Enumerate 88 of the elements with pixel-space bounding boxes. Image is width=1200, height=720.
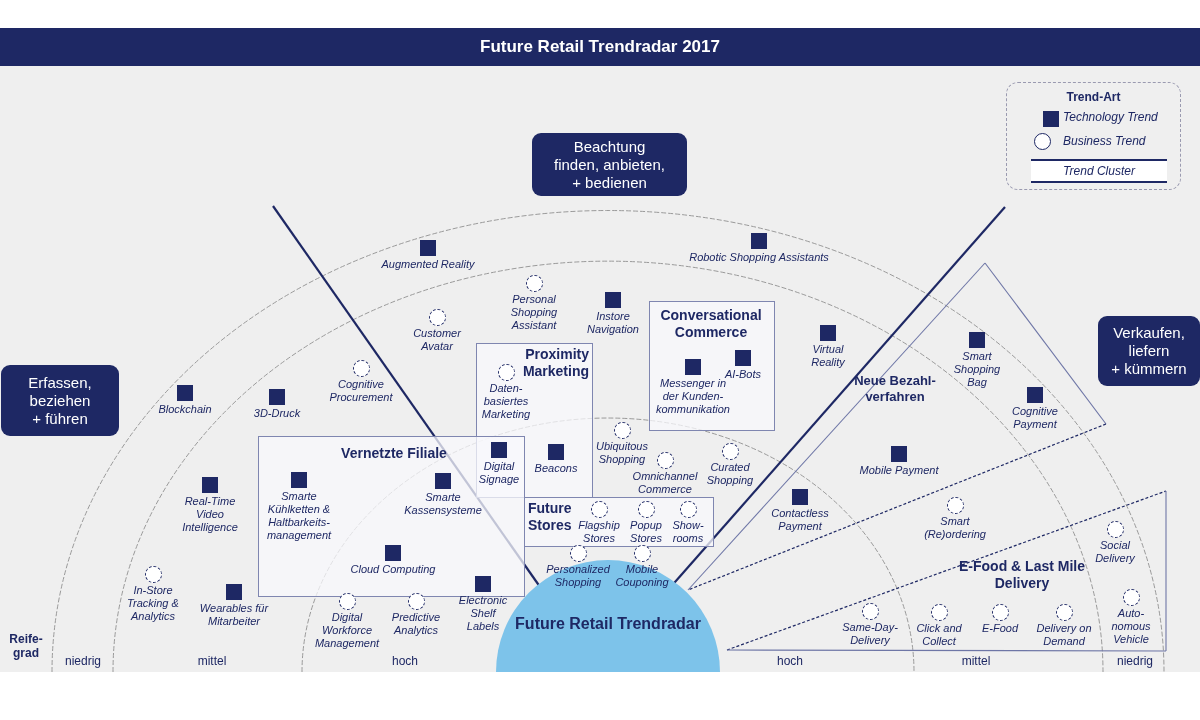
square-marker: [291, 472, 307, 488]
cluster-sample-label: Trend Cluster: [1031, 159, 1167, 183]
maturity-level-label: mittel: [960, 655, 992, 669]
dimension-box: Verkaufen, liefern + kümmern: [1098, 316, 1200, 386]
trend-label: Robotic Shopping Assistants: [688, 251, 830, 264]
trend-label: Cognitive Procurement: [328, 378, 394, 404]
square-marker: [475, 576, 491, 592]
trend-label: Delivery on Demand: [1035, 622, 1093, 648]
square-marker: [420, 240, 436, 256]
trend-label: Digital Workforce Management: [313, 611, 381, 650]
trend-label: Smart Shopping Bag: [952, 350, 1002, 389]
trend-label: Personal Shopping Assistant: [509, 293, 559, 332]
square-marker: [891, 446, 907, 462]
maturity-level-label: hoch: [776, 655, 804, 669]
trend-label: Popup Stores: [629, 519, 663, 545]
cluster-title: Conversational Commerce: [659, 307, 763, 341]
trend-label: Flagship Stores: [577, 519, 621, 545]
trend-label: Click and Collect: [915, 622, 963, 648]
dimension-box: Erfassen, beziehen + führen: [1, 365, 119, 436]
trend-label: Smarte Kühlketten & Haltbarkeits- management: [265, 490, 333, 542]
trend-label: E-Food: [980, 622, 1020, 635]
cluster-title: E-Food & Last Mile Delivery: [958, 558, 1086, 592]
cluster-box: [524, 497, 714, 547]
trend-label: Ubiquitous Shopping: [595, 440, 649, 466]
trend-label: Cognitive Payment: [1011, 405, 1059, 431]
trend-label: Smarte Kassensysteme: [403, 491, 483, 517]
legend-label: Technology Trend: [1063, 110, 1158, 124]
trend-label: Messenger in der Kunden- kommunikation: [655, 377, 730, 416]
trend-label: Mobile Couponing: [614, 563, 670, 589]
square-marker: [605, 292, 621, 308]
cluster-title: Vernetzte Filiale: [340, 445, 448, 462]
circle-marker: [679, 500, 697, 518]
trend-label: Predictive Analytics: [390, 611, 442, 637]
trend-label: Virtual Reality: [810, 343, 846, 369]
cluster-title: Neue Bezahl- verfahren: [853, 373, 937, 405]
legend-label: Business Trend: [1063, 134, 1146, 148]
cluster-title: Future Stores: [528, 500, 573, 534]
title-banner: Future Retail Trendradar 2017: [0, 28, 1200, 66]
square-marker: [548, 444, 564, 460]
dimension-box: Beachtung finden, anbieten, + bedienen: [532, 133, 687, 196]
square-marker: [435, 473, 451, 489]
trend-label: Same-Day- Delivery: [841, 621, 899, 647]
trend-label: Real-Time Video Intelligence: [181, 495, 239, 534]
trend-label: Mobile Payment: [858, 464, 940, 477]
square-marker: [177, 385, 193, 401]
square-marker: [269, 389, 285, 405]
circle-marker: [590, 500, 608, 518]
square-marker: [735, 350, 751, 366]
maturity-level-label: niedrig: [64, 655, 102, 669]
trend-label: Contactless Payment: [770, 507, 830, 533]
trend-label: Wearables für Mitarbeiter: [198, 602, 270, 628]
square-marker: [491, 442, 507, 458]
trend-label: 3D-Druck: [252, 407, 302, 420]
maturity-level-label: hoch: [391, 655, 419, 669]
trend-label: Blockchain: [157, 403, 213, 416]
square-marker: [202, 477, 218, 493]
circle-marker: [637, 500, 655, 518]
axis-title: Reife- grad: [8, 633, 44, 661]
trend-label: Show- rooms: [671, 519, 705, 545]
trend-label: Augmented Reality: [380, 258, 476, 271]
square-marker: [385, 545, 401, 561]
square-marker: [751, 233, 767, 249]
square-marker: [685, 359, 701, 375]
circle-marker: [497, 363, 515, 381]
trend-label: Beacons: [533, 462, 579, 475]
trend-label: Instore Navigation: [586, 310, 640, 336]
trend-label: AI-Bots: [724, 368, 763, 380]
trend-label: Social Delivery: [1094, 539, 1136, 565]
trend-label: Omnichannel Commerce: [631, 470, 699, 496]
trend-label: Electronic Shelf Labels: [457, 594, 509, 633]
trend-label: Smart (Re)ordering: [923, 515, 987, 541]
legend-title: Trend-Art: [1065, 90, 1122, 104]
trend-label: Curated Shopping: [705, 461, 755, 487]
square-marker: [969, 332, 985, 348]
trend-label: Customer Avatar: [412, 327, 462, 353]
cluster-box: [649, 301, 775, 431]
trend-label: In-Store Tracking & Analytics: [126, 584, 180, 623]
trend-label: Auto- nomous Vehicle: [1110, 607, 1152, 646]
maturity-level-label: mittel: [196, 655, 228, 669]
trend-label: Daten- basiertes Marketing: [480, 382, 532, 421]
center-title: Future Retail Trendradar: [514, 614, 702, 634]
trend-label: Digital Signage: [477, 460, 521, 486]
square-marker: [226, 584, 242, 600]
square-marker: [1027, 387, 1043, 403]
square-marker: [792, 489, 808, 505]
trend-label: Cloud Computing: [349, 563, 437, 576]
cluster-title: Proximity Marketing: [521, 346, 589, 380]
maturity-level-label: niedrig: [1116, 655, 1154, 669]
